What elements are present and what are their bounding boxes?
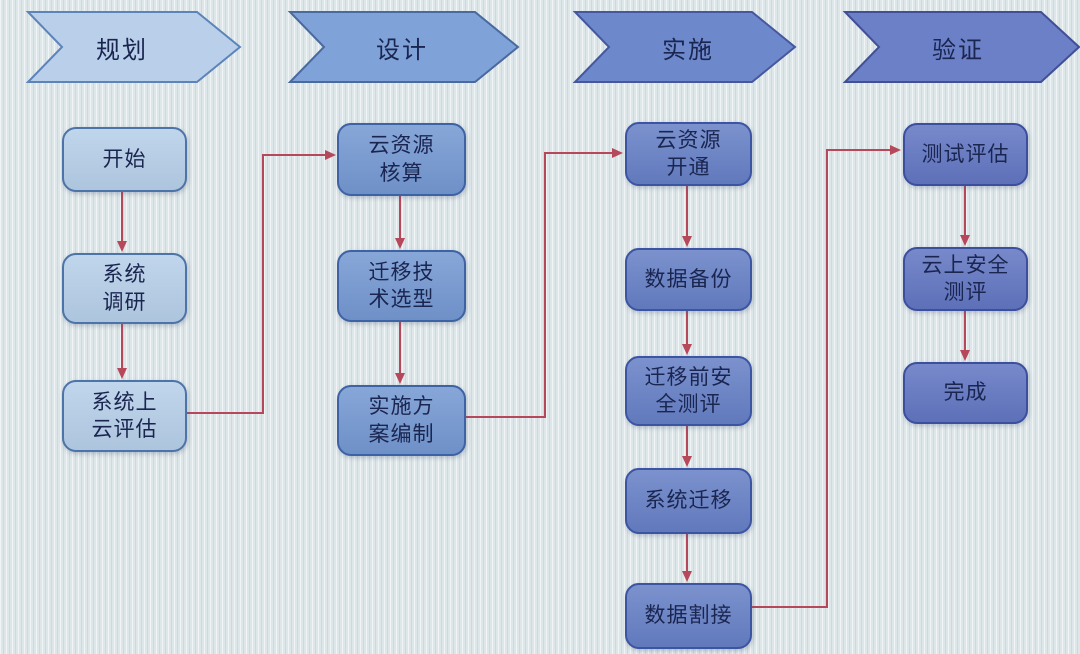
- phase-label-implementation: 实施: [662, 37, 714, 64]
- elbow-cloud-readiness-to-accounting: [184, 150, 336, 414]
- box-data-cutover: 数据割接: [625, 583, 752, 649]
- elbow-cutover-to-test-evaluation: [748, 145, 901, 608]
- box-cloud-resource-provisioning: 云资源 开通: [625, 122, 752, 186]
- phase-banner-design: [287, 11, 520, 83]
- box-cloud-readiness-assessment: 系统上 云评估: [62, 380, 187, 452]
- box-system-migration: 系统迁移: [625, 468, 752, 534]
- box-test-evaluation: 测试评估: [903, 123, 1028, 186]
- phase-banner-implementation: [572, 11, 797, 83]
- phase-label-verification: 验证: [932, 37, 984, 64]
- box-data-backup: 数据备份: [625, 248, 752, 311]
- phase-banner-planning: [25, 11, 242, 83]
- phase-label-design: 设计: [376, 37, 428, 64]
- box-pre-migration-security-assessment: 迁移前安 全测评: [625, 356, 752, 426]
- box-implementation-plan: 实施方 案编制: [337, 385, 466, 456]
- box-migration-tech-selection: 迁移技 术选型: [337, 250, 466, 322]
- box-cloud-resource-accounting: 云资源 核算: [337, 123, 466, 196]
- box-complete: 完成: [903, 362, 1028, 424]
- box-start: 开始: [62, 127, 187, 192]
- box-cloud-security-assessment: 云上安全 测评: [903, 247, 1028, 311]
- box-system-research: 系统 调研: [62, 253, 187, 324]
- elbow-plan-to-provisioning: [463, 148, 623, 418]
- phase-label-planning: 规划: [96, 37, 148, 64]
- phase-banner-verification: [842, 11, 1080, 83]
